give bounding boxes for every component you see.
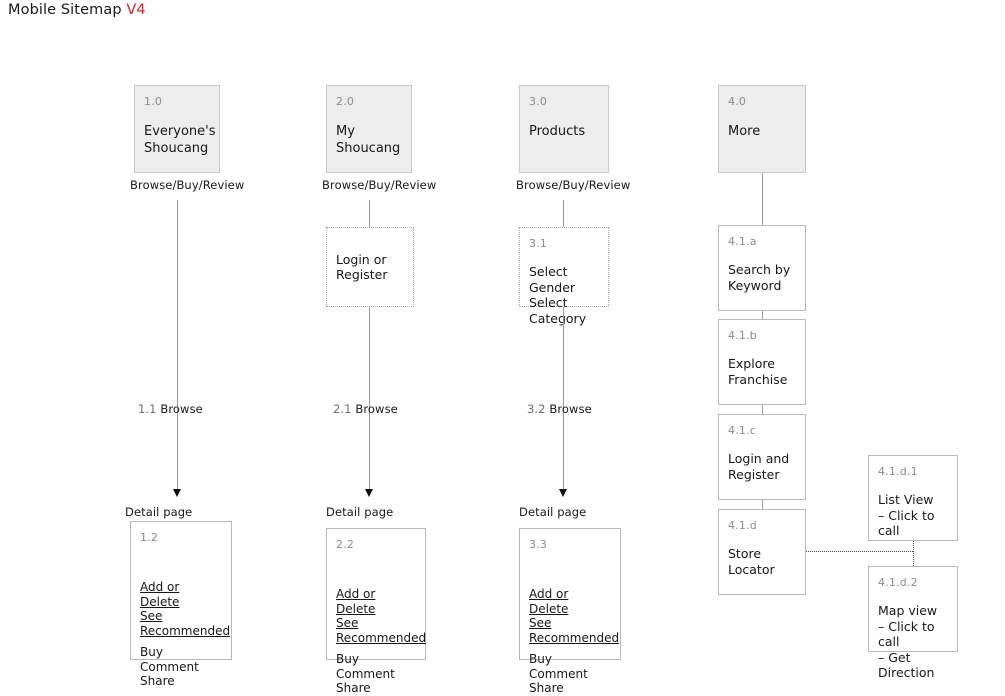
connector-4-1-a-to-4-1-b — [762, 311, 763, 319]
caption-browse-buy-review-3: Browse/Buy/Review — [516, 178, 631, 192]
node-number: 4.1.a — [728, 235, 757, 248]
link-add-or-delete[interactable]: Add or Delete — [529, 587, 569, 616]
caption-detail-page-1: Detail page — [125, 505, 193, 519]
link-see-recommended[interactable]: See Recommended — [336, 616, 427, 645]
list-gap — [140, 638, 222, 645]
connector-4-0-to-4-1-a — [762, 173, 763, 225]
action-share[interactable]: Share — [529, 681, 564, 695]
node-title: Select Gender Select Category — [529, 264, 587, 326]
page-title-main: Mobile Sitemap — [8, 2, 122, 18]
caption-browse-buy-review-2: Browse/Buy/Review — [322, 178, 437, 192]
connector-2-0-to-login — [369, 200, 370, 227]
node-number: 2.0 — [336, 95, 355, 108]
node-number: 3.3 — [529, 538, 548, 551]
arrowhead-2 — [365, 489, 373, 497]
edge-label-2-1: 2.1 Browse — [333, 402, 398, 416]
node-title: Everyone's Shoucang — [144, 124, 216, 156]
node-1-0[interactable]: 1.0 Everyone's Shoucang — [134, 85, 220, 173]
node-title: My Shoucang — [336, 124, 401, 156]
node-4-1-d-1[interactable]: 4.1.d.1 List View – Click to call — [868, 455, 958, 541]
node-title: Store Locator — [728, 546, 775, 577]
node-title: Explore Franchise — [728, 356, 788, 387]
node-number: 4.1.d.1 — [878, 465, 918, 478]
node-4-1-b[interactable]: 4.1.b Explore Franchise — [718, 319, 806, 405]
detail-link-list: Add or Delete See Recommended Buy Commen… — [529, 587, 620, 696]
link-see-recommended[interactable]: See Recommended — [140, 609, 231, 638]
node-title: Search by Keyword — [728, 262, 791, 293]
edge-label-number: 3.2 — [527, 402, 546, 416]
node-title: List View – Click to call — [878, 492, 935, 538]
node-2-0[interactable]: 2.0 My Shoucang — [326, 85, 412, 173]
node-title: Products — [529, 124, 586, 139]
node-4-1-a[interactable]: 4.1.a Search by Keyword — [718, 225, 806, 311]
node-title: Login or Register — [336, 251, 388, 283]
edge-label-text: Browse — [355, 402, 398, 416]
edge-label-text: Browse — [160, 402, 203, 416]
connector-4-1-c-to-4-1-d — [762, 500, 763, 509]
node-4-1-d[interactable]: 4.1.d Store Locator — [718, 509, 806, 595]
node-3-1[interactable]: 3.1 Select Gender Select Category — [519, 227, 609, 326]
node-2-2[interactable]: 2.2 Add or Delete See Recommended Buy Co… — [326, 528, 426, 695]
node-number: 4.0 — [728, 95, 747, 108]
node-number: 1.2 — [140, 531, 159, 544]
page-title-version: V4 — [126, 2, 146, 18]
link-add-or-delete[interactable]: Add or Delete — [336, 587, 376, 616]
link-add-or-delete[interactable]: Add or Delete — [140, 580, 180, 609]
caption-detail-page-3: Detail page — [519, 505, 587, 519]
edge-label-number: 2.1 — [333, 402, 352, 416]
connector-1-0-to-1-2 — [177, 200, 178, 490]
action-share[interactable]: Share — [140, 674, 175, 688]
action-buy[interactable]: Buy — [529, 652, 552, 666]
connector-login-to-2-2 — [369, 307, 370, 490]
action-buy[interactable]: Buy — [336, 652, 359, 666]
connector-3-0-to-3-1 — [563, 200, 564, 227]
edge-label-text: Browse — [549, 402, 592, 416]
edge-label-3-2: 3.2 Browse — [527, 402, 592, 416]
caption-detail-page-2: Detail page — [326, 505, 394, 519]
action-buy[interactable]: Buy — [140, 645, 163, 659]
node-title: More — [728, 124, 761, 139]
connector-branch-down-to-4-1-d-2 — [913, 551, 914, 566]
node-number: 1.0 — [144, 95, 163, 108]
node-3-0[interactable]: 3.0 Products — [519, 85, 609, 173]
connector-3-1-to-3-3 — [563, 307, 564, 490]
node-number: 3.1 — [529, 237, 548, 250]
action-share[interactable]: Share — [336, 681, 371, 695]
list-gap — [529, 645, 611, 652]
connector-branch-up-to-4-1-d-1 — [913, 541, 914, 552]
list-gap — [336, 645, 416, 652]
node-title: Login and Register — [728, 451, 790, 482]
edge-label-number: 1.1 — [138, 402, 157, 416]
node-number: 3.0 — [529, 95, 548, 108]
detail-link-list: Add or Delete See Recommended Buy Commen… — [336, 587, 427, 696]
link-see-recommended[interactable]: See Recommended — [529, 616, 620, 645]
node-login-or-register[interactable]: Login or Register — [326, 227, 414, 307]
node-4-1-d-2[interactable]: 4.1.d.2 Map view – Click to call – Get D… — [868, 566, 958, 680]
node-4-0[interactable]: 4.0 More — [718, 85, 806, 173]
detail-link-list: Add or Delete See Recommended Buy Commen… — [140, 580, 231, 689]
node-3-3[interactable]: 3.3 Add or Delete See Recommended Buy Co… — [519, 528, 621, 695]
connector-4-1-b-to-4-1-c — [762, 405, 763, 414]
action-comment[interactable]: Comment — [140, 659, 199, 674]
node-title: Map view – Click to call – Get Direction — [878, 603, 938, 680]
edge-label-1-1: 1.1 Browse — [138, 402, 203, 416]
connector-4-1-d-branch-horizontal — [806, 551, 913, 552]
node-number: 4.1.b — [728, 329, 757, 342]
arrowhead-1 — [173, 489, 181, 497]
node-number: 2.2 — [336, 538, 355, 551]
arrowhead-3 — [559, 489, 567, 497]
caption-browse-buy-review-1: Browse/Buy/Review — [130, 178, 245, 192]
page-title: Mobile Sitemap V4 — [8, 2, 146, 18]
node-number: 4.1.d — [728, 519, 757, 532]
node-number: 4.1.c — [728, 424, 757, 437]
node-number: 4.1.d.2 — [878, 576, 918, 589]
node-4-1-c[interactable]: 4.1.c Login and Register — [718, 414, 806, 500]
node-1-2[interactable]: 1.2 Add or Delete See Recommended Buy Co… — [130, 521, 232, 688]
